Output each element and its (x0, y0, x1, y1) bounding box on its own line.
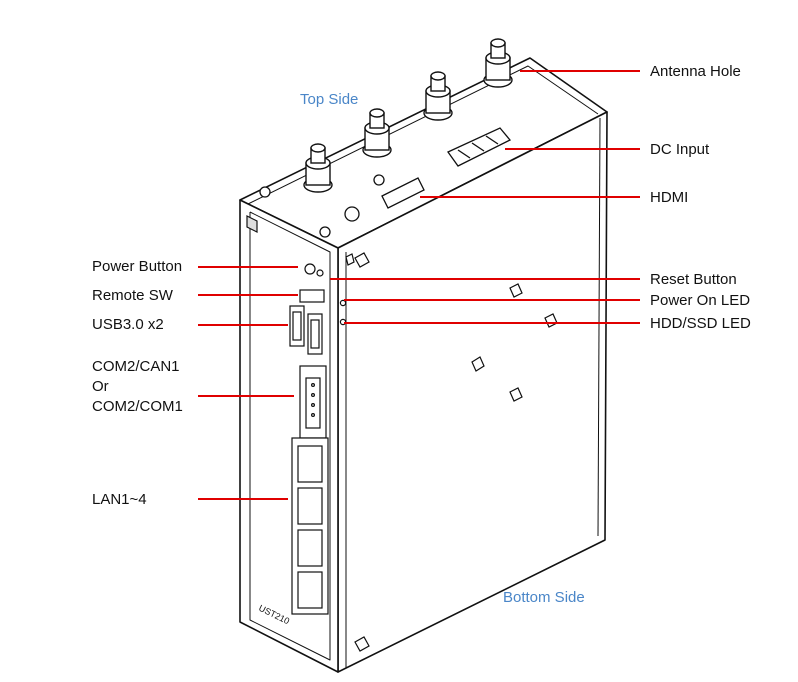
antenna-3 (423, 71, 453, 121)
power-button-shape (304, 263, 316, 275)
antenna-1 (303, 143, 333, 193)
label-com-line1: COM2/CAN1 (92, 358, 180, 375)
label-reset-button: Reset Button (650, 271, 737, 288)
bottom-side-label: Bottom Side (503, 589, 585, 606)
label-com: COM2/CAN1 Or COM2/COM1 (92, 357, 183, 417)
front-panel (246, 215, 558, 652)
antenna-connectors (303, 38, 513, 193)
label-hdd-ssd-led: HDD/SSD LED (650, 315, 751, 332)
top-face-details (259, 127, 512, 238)
label-hdmi: HDMI (650, 189, 689, 206)
antenna-4 (483, 38, 513, 88)
label-remote-sw: Remote SW (92, 287, 173, 304)
hdmi-port-shape (381, 177, 425, 209)
label-antenna-hole: Antenna Hole (650, 63, 741, 80)
antenna-2 (362, 108, 392, 158)
leader-lines (198, 70, 640, 500)
label-usb: USB3.0 x2 (92, 316, 164, 333)
top-side-label: Top Side (300, 91, 359, 108)
label-power-on-led: Power On LED (650, 292, 751, 309)
label-dc-input: DC Input (650, 141, 710, 158)
label-power-button: Power Button (92, 258, 183, 275)
label-lan: LAN1~4 (92, 491, 147, 508)
label-com-line2: Or (92, 378, 109, 395)
label-com-line3: COM2/COM1 (92, 398, 183, 415)
